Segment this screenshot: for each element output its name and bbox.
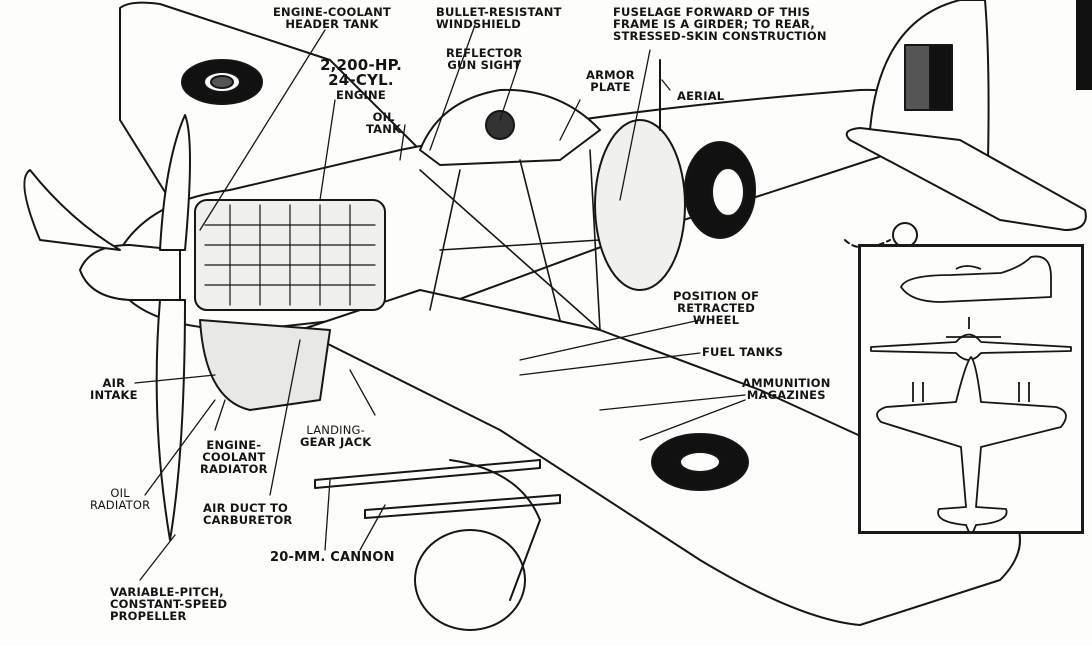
- label-air-intake: AIR INTAKE: [90, 377, 138, 401]
- label-line: OIL: [372, 110, 395, 124]
- label-line: LANDING-: [306, 423, 366, 437]
- three-view-drawing: [870, 255, 1072, 531]
- label-line: HEADER TANK: [285, 17, 379, 31]
- spinner: [79, 244, 181, 301]
- label-line: PLATE: [590, 80, 631, 94]
- label-line: 24-CYL.: [328, 71, 394, 89]
- label-cannon: 20-MM. CANNON: [270, 550, 395, 565]
- propeller-blade-top: [159, 114, 191, 251]
- cannon-upper: [314, 459, 541, 489]
- label-line: REFLECTOR: [446, 46, 523, 60]
- label-engine: 2,200-HP. 24-CYL. ENGINE: [320, 58, 402, 103]
- label-line: ENGINE-: [206, 438, 262, 452]
- label-oil-tank: OIL TANK: [366, 111, 401, 135]
- label-line: AIR DUCT TO: [203, 501, 289, 515]
- label-line: VARIABLE-PITCH,: [110, 585, 224, 599]
- fuselage-frame: [594, 119, 686, 291]
- leader-lines: [134, 24, 746, 581]
- label-line: RADIATOR: [200, 462, 268, 476]
- side-view: [900, 255, 1052, 303]
- label-line: TANK: [366, 122, 402, 136]
- label-line: POSITION OF: [673, 289, 760, 303]
- label-line: BULLET-RESISTANT: [436, 5, 562, 19]
- propeller-blade-bottom: [155, 299, 186, 541]
- label-line: ENGINE: [336, 88, 386, 102]
- label-engine-coolant-radiator: ENGINE- COOLANT RADIATOR: [200, 439, 268, 475]
- label-line: PROPELLER: [110, 609, 187, 623]
- radiator-scoop: [199, 319, 331, 411]
- label-line: AMMUNITION: [742, 376, 831, 390]
- label-oil-radiator: OIL RADIATOR: [90, 487, 150, 511]
- label-line: CARBURETOR: [203, 513, 293, 527]
- label-line: GEAR JACK: [300, 435, 372, 449]
- label-line: ENGINE-COOLANT: [273, 5, 391, 19]
- label-line: COOLANT: [202, 450, 266, 464]
- label-line: RADIATOR: [90, 498, 151, 512]
- label-line: INTAKE: [90, 388, 138, 402]
- label-fuselage-frame: FUSELAGE FORWARD OF THIS FRAME IS A GIRD…: [613, 6, 827, 42]
- top-view: [876, 356, 1067, 531]
- label-line: CONSTANT-SPEED: [110, 597, 228, 611]
- front-view: [870, 333, 1072, 361]
- propeller-blade-left: [23, 169, 121, 251]
- label-line: RETRACTED: [677, 301, 755, 315]
- pilot-head: [485, 110, 515, 140]
- label-armor-plate: ARMOR PLATE: [586, 69, 635, 93]
- label-line: WINDSHIELD: [436, 17, 522, 31]
- label-engine-coolant-header-tank: ENGINE-COOLANT HEADER TANK: [273, 6, 391, 30]
- label-aerial: AERIAL: [677, 89, 725, 103]
- label-fuel-tanks: FUEL TANKS: [702, 345, 784, 359]
- label-ammunition-magazines: AMMUNITION MAGAZINES: [742, 377, 831, 401]
- main-wheel: [414, 529, 526, 631]
- three-view-inset: [858, 244, 1084, 534]
- label-reflector-gun-sight: REFLECTOR GUN SIGHT: [446, 47, 522, 71]
- label-line: WHEEL: [692, 313, 740, 327]
- label-line: STRESSED-SKIN CONSTRUCTION: [613, 29, 827, 43]
- cannon-lower: [364, 494, 561, 519]
- dark-edge: [1076, 0, 1092, 90]
- label-line: FRAME IS A GIRDER; TO REAR,: [613, 17, 815, 31]
- label-line: GUN SIGHT: [447, 58, 522, 72]
- label-line: FUSELAGE FORWARD OF THIS: [613, 5, 811, 19]
- label-landing-gear-jack: LANDING- GEAR JACK: [300, 424, 371, 448]
- label-position-of-retracted-wheel: POSITION OF RETRACTED WHEEL: [673, 290, 759, 326]
- label-line: AIR: [102, 376, 126, 390]
- label-line: OIL: [110, 486, 130, 500]
- label-air-duct-to-carburetor: AIR DUCT TO CARBURETOR: [203, 502, 293, 526]
- fin-flash: [904, 44, 931, 111]
- label-bullet-resistant-windshield: BULLET-RESISTANT WINDSHIELD: [436, 6, 562, 30]
- label-line: MAGAZINES: [746, 388, 826, 402]
- label-propeller: VARIABLE-PITCH, CONSTANT-SPEED PROPELLER: [110, 586, 227, 622]
- horizontal-stabilizer: [845, 127, 1087, 231]
- label-line: 2,200-HP.: [320, 56, 402, 74]
- label-line: ARMOR: [586, 68, 635, 82]
